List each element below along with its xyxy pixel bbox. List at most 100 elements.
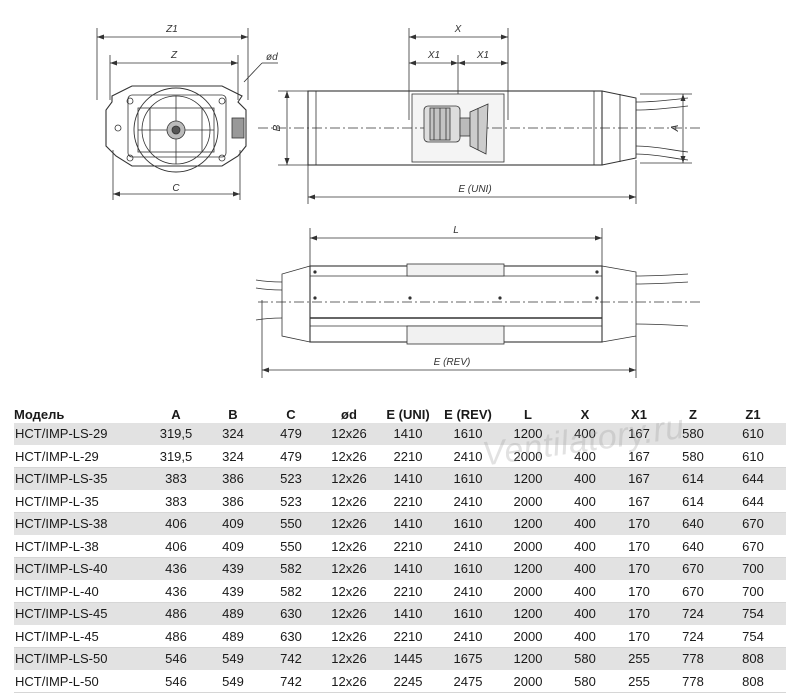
table-cell: 630 [262, 625, 320, 648]
dim-b-label: B [272, 124, 283, 131]
model-cell: HCT/IMP-LS-35 [14, 467, 148, 491]
column-header: ød [341, 406, 357, 422]
technical-drawing: Z1 Z ød C B X X1 X1 A E (UNI) L E (REV) [96, 24, 700, 378]
table-cell: 2410 [438, 490, 498, 513]
table-cell: 12x26 [320, 670, 378, 693]
table-cell: 400 [558, 602, 612, 626]
table-cell: 12x26 [320, 535, 378, 558]
dim-x1-left-label: X1 [427, 50, 440, 61]
table-cell: 523 [262, 467, 320, 491]
table-cell: 489 [204, 625, 262, 648]
table-cell: 12x26 [320, 512, 378, 536]
table-cell: 439 [204, 580, 262, 603]
table-cell: 523 [262, 490, 320, 513]
table-cell: 2410 [438, 445, 498, 468]
table-cell: 1200 [498, 467, 558, 491]
table-cell: 400 [558, 490, 612, 513]
table-cell: 400 [558, 423, 612, 446]
table-cell: 170 [612, 602, 666, 626]
table-cell: 2410 [438, 580, 498, 603]
table-cell: 436 [148, 557, 204, 581]
table-cell: 12x26 [320, 647, 378, 671]
table-cell: 12x26 [320, 490, 378, 513]
table-cell: 1610 [438, 467, 498, 491]
model-cell: HCT/IMP-LS-38 [14, 512, 148, 536]
table-cell: 439 [204, 557, 262, 581]
table-cell: 12x26 [320, 467, 378, 491]
table-cell: 582 [262, 557, 320, 581]
table-cell: 1675 [438, 647, 498, 671]
dim-a-label: A [670, 124, 681, 132]
dim-z1-label: Z1 [165, 24, 178, 35]
table-cell: 167 [612, 490, 666, 513]
table-cell: 670 [720, 535, 786, 558]
table-cell: 670 [666, 557, 720, 581]
table-cell: 1410 [378, 423, 438, 446]
table-cell: 640 [666, 512, 720, 536]
table-cell: 386 [204, 490, 262, 513]
table-cell: 700 [720, 557, 786, 581]
table-cell: 549 [204, 647, 262, 671]
table-cell: 1445 [378, 647, 438, 671]
table-cell: 614 [666, 490, 720, 513]
table-cell: 400 [558, 535, 612, 558]
table-cell: 1200 [498, 647, 558, 671]
table-cell: 610 [720, 423, 786, 446]
column-header: B [228, 406, 238, 422]
table-cell: 400 [558, 625, 612, 648]
table-cell: 2210 [378, 580, 438, 603]
column-header: X [580, 406, 590, 422]
table-cell: 383 [148, 467, 204, 491]
table-cell: 2000 [498, 490, 558, 513]
table-cell: 255 [612, 647, 666, 671]
table-cell: 409 [204, 535, 262, 558]
table-cell: 610 [720, 445, 786, 468]
column-header: Z [689, 406, 697, 422]
table-cell: 400 [558, 467, 612, 491]
bottom-view [255, 228, 700, 378]
table-cell: 1610 [438, 423, 498, 446]
table-cell: 409 [204, 512, 262, 536]
table-cell: 580 [666, 423, 720, 446]
table-cell: 2000 [498, 535, 558, 558]
table-cell: 640 [666, 535, 720, 558]
table-cell: 2000 [498, 580, 558, 603]
table-cell: 724 [666, 602, 720, 626]
table-cell: 670 [720, 512, 786, 536]
dim-od-label: ød [266, 52, 278, 63]
table-cell: 1610 [438, 512, 498, 536]
model-cell: HCT/IMP-L-35 [14, 490, 148, 513]
model-cell: HCT/IMP-L-50 [14, 670, 148, 693]
table-cell: 580 [666, 445, 720, 468]
table-cell: 1410 [378, 557, 438, 581]
table-cell: 724 [666, 625, 720, 648]
table-cell: 742 [262, 670, 320, 693]
table-cell: 386 [204, 467, 262, 491]
table-cell: 486 [148, 625, 204, 648]
table-cell: 2000 [498, 625, 558, 648]
front-view [96, 28, 278, 200]
table-cell: 778 [666, 647, 720, 671]
table-cell: 1410 [378, 467, 438, 491]
dim-x1-right-label: X1 [476, 50, 489, 61]
table-cell: 1200 [498, 557, 558, 581]
table-cell: 489 [204, 602, 262, 626]
table-cell: 546 [148, 647, 204, 671]
table-cell: 383 [148, 490, 204, 513]
column-header: Модель [14, 406, 65, 422]
table-cell: 1200 [498, 512, 558, 536]
table-cell: 167 [612, 467, 666, 491]
model-cell: HCT/IMP-L-38 [14, 535, 148, 558]
table-cell: 614 [666, 467, 720, 491]
table-cell: 2210 [378, 535, 438, 558]
table-cell: 580 [558, 670, 612, 693]
table-cell: 2000 [498, 445, 558, 468]
